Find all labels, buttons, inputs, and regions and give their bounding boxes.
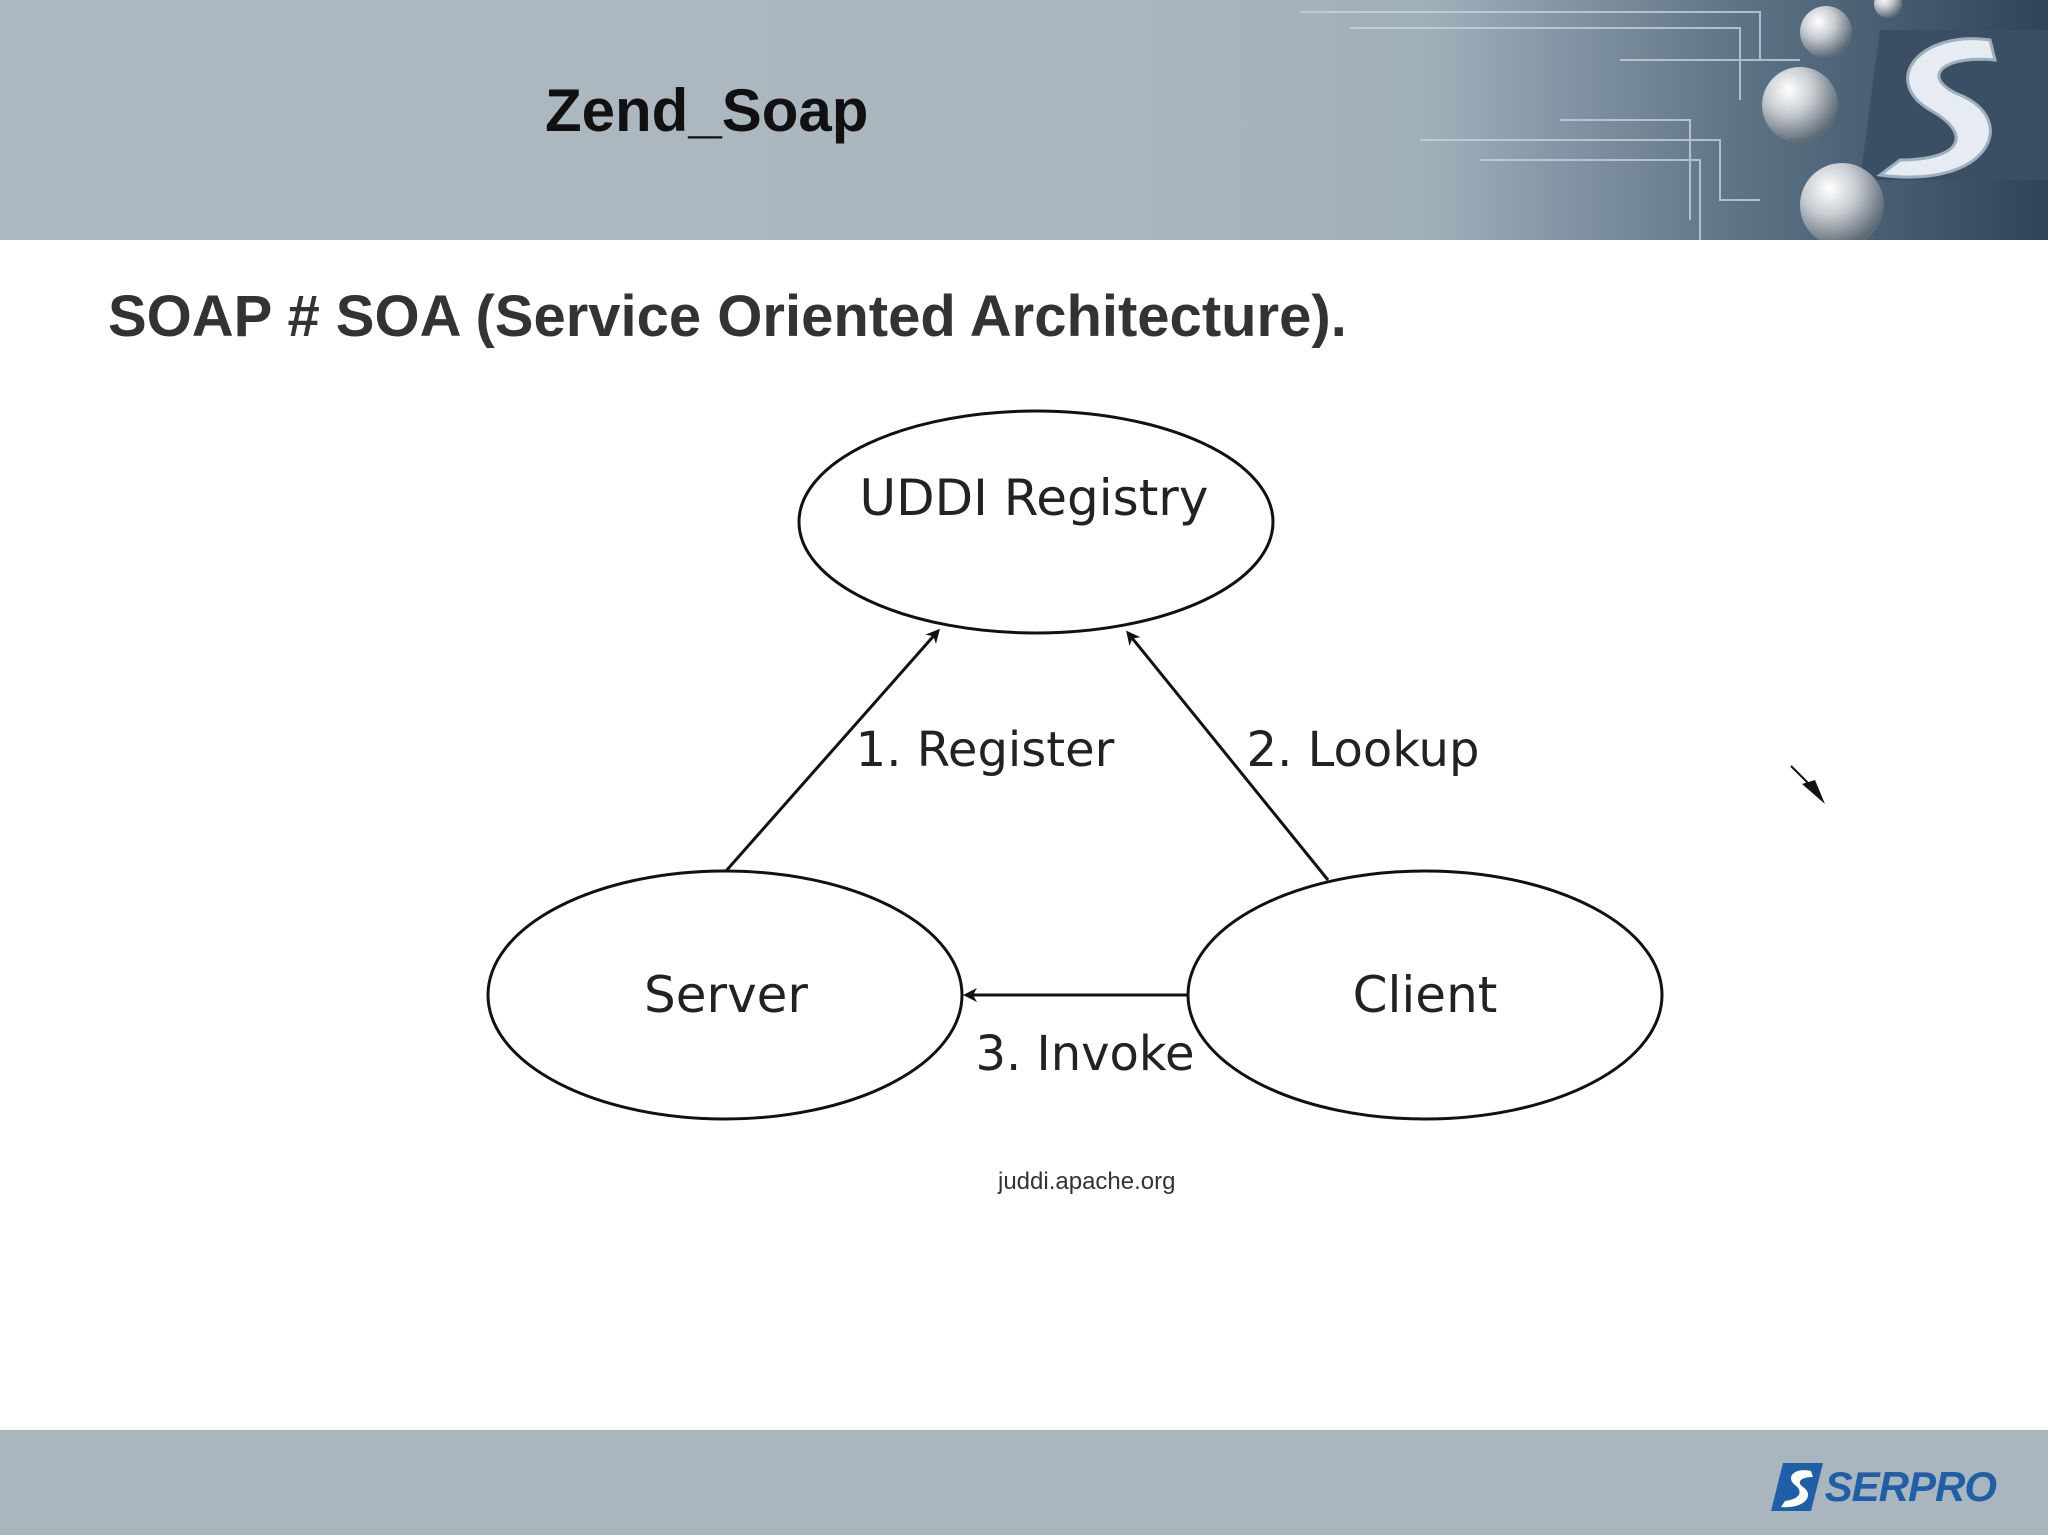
registry-node — [797, 409, 1275, 635]
register-label: 1. Register — [856, 722, 1115, 778]
lookup-label: 2. Lookup — [1247, 722, 1480, 778]
client-label: Client — [1353, 966, 1498, 1024]
slide-title: Zend_Soap — [545, 77, 869, 144]
header-logo-icon — [1860, 30, 2048, 180]
registry-label: UDDI Registry — [860, 469, 1209, 527]
mouse-cursor-icon — [1790, 765, 1825, 804]
sphere-icon — [1874, 0, 1902, 18]
sphere-icon — [1800, 163, 1884, 240]
header-decoration — [1300, 0, 2048, 240]
serpro-logo-icon — [1770, 1463, 1823, 1511]
sphere-icon — [1800, 6, 1852, 58]
footer-band: SERPRO — [0, 1430, 2048, 1535]
diagram-caption: juddi.apache.org — [998, 1168, 1176, 1195]
slide-subtitle: SOAP # SOA (Service Oriented Architectur… — [108, 284, 1347, 349]
serpro-logo-text: SERPRO — [1824, 1463, 1997, 1510]
soa-diagram: UDDI Registry Server Client 1. Register … — [486, 409, 1664, 1121]
sphere-icon — [1762, 67, 1838, 143]
lookup-arrow — [1126, 630, 1330, 881]
server-label: Server — [644, 966, 808, 1024]
register-arrow — [724, 628, 940, 872]
serpro-logo: SERPRO — [1770, 1457, 1997, 1517]
header-band: Zend_Soap — [0, 0, 2048, 240]
server-node — [486, 869, 964, 1121]
invoke-label: 3. Invoke — [975, 1026, 1194, 1082]
